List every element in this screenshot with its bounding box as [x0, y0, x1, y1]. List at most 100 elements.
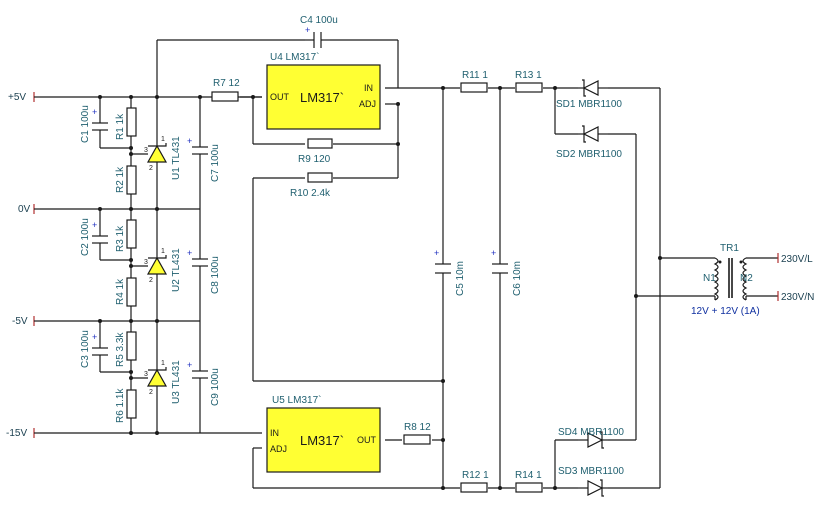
u2-triangle	[146, 256, 168, 275]
tr1-dot	[739, 260, 743, 264]
junction-dot	[155, 95, 159, 99]
c1-label: C1 100u	[80, 105, 91, 143]
input-capacitors: + C1 100u + C2 100u + C3 100u	[80, 105, 108, 368]
c4-polarity: +	[305, 25, 310, 35]
junction-dot	[129, 146, 133, 150]
c3-label: C3 100u	[80, 330, 91, 368]
u5-regulator: U5 LM317` LM317` IN ADJ OUT	[266, 394, 381, 473]
r8-label: R8 12	[404, 422, 431, 433]
u2-label: U2 TL431	[171, 248, 182, 292]
u2-pin2: 2	[149, 277, 153, 284]
r6-label: R6 1.1k	[115, 388, 126, 423]
mains-ports: 230V/L 230V/N	[777, 253, 814, 303]
sd2-label: SD2 MBR1100	[556, 149, 622, 160]
u4-name: LM317`	[300, 90, 344, 105]
junction-dot	[129, 207, 133, 211]
u4-regulator: U4 LM317` LM317` OUT IN ADJ	[266, 51, 381, 130]
u5-body	[266, 407, 381, 473]
junction-dot	[198, 95, 202, 99]
r4-label: R4 1k	[115, 278, 126, 305]
r3-body	[126, 219, 137, 249]
r2-label: R2 1k	[115, 166, 126, 193]
r2-body	[126, 165, 137, 195]
sd4-label: SD4 MBR1100	[558, 427, 624, 438]
u3-pin1: 1	[161, 360, 165, 367]
r1-body	[126, 107, 137, 137]
r1-label: R1 1k	[115, 113, 126, 140]
r9-label: R9 120	[298, 154, 331, 165]
c9-polarity: +	[187, 360, 192, 370]
r8-body	[403, 434, 431, 445]
u5-name: LM317`	[300, 433, 344, 448]
junction-dot	[98, 207, 102, 211]
junction-dot	[129, 95, 133, 99]
c4-capacitor: + C4 100u	[300, 15, 338, 48]
mains-neutral-label: 230V/N	[781, 292, 814, 303]
resistors-horizontal: R7 12 R9 120 R10 2.4k R8 12 R11 1 R13 1 …	[211, 70, 543, 493]
u5-pin-out: OUT	[357, 435, 377, 445]
u5-pin-adj: ADJ	[270, 444, 287, 454]
junction-dot	[498, 486, 502, 490]
tr1-ref: TR1	[720, 243, 739, 254]
r4-body	[126, 277, 137, 307]
r10-body	[307, 172, 333, 183]
r3-label: R3 1k	[115, 225, 126, 252]
u4-pin-out: OUT	[270, 92, 290, 102]
r12-label: R12 1	[462, 470, 489, 481]
junction-dot	[129, 319, 133, 323]
junction-dot	[396, 102, 400, 106]
u4-pin-adj: ADJ	[359, 99, 376, 109]
u3-pin3: 3	[144, 371, 148, 378]
rail-label-m15: -15V	[6, 428, 27, 439]
c4-label: C4 100u	[300, 15, 338, 26]
c7-polarity: +	[187, 136, 192, 146]
u4-pin-in: IN	[364, 83, 373, 93]
c1-polarity: +	[92, 107, 97, 117]
junction-dot	[129, 431, 133, 435]
junction-dot	[129, 152, 133, 156]
u1-pin1: 1	[161, 136, 165, 143]
junction-dot	[155, 431, 159, 435]
r9-body	[307, 138, 333, 149]
r14-body	[515, 482, 543, 493]
r5-body	[126, 331, 137, 361]
u4-body	[266, 64, 381, 130]
c5-polarity: +	[434, 248, 439, 258]
bulk-capacitors: + C5 10m + C6 10m	[434, 248, 523, 296]
junction-dot	[553, 86, 557, 90]
r7-label: R7 12	[213, 78, 240, 89]
junction-dot	[129, 264, 133, 268]
transformer-tr1: TR1 N1 N2 12V + 12V (1A)	[691, 243, 760, 317]
r13-body	[515, 82, 543, 93]
junction-dot	[441, 86, 445, 90]
tr1-dot	[718, 260, 722, 264]
r12-body	[460, 482, 488, 493]
junction-dot	[251, 95, 255, 99]
rail-labels: +5V 0V -5V -15V	[6, 92, 40, 439]
r6-body	[126, 389, 137, 419]
tr1-n1: N1	[703, 273, 716, 284]
tr1-primary-coil	[713, 257, 719, 301]
rail-label-m5: -5V	[12, 316, 28, 327]
c3-polarity: +	[92, 332, 97, 342]
junction-dots	[98, 86, 662, 490]
u3-triangle	[146, 368, 168, 387]
junction-dot	[441, 486, 445, 490]
junction-dot	[98, 95, 102, 99]
junction-dot	[155, 207, 159, 211]
junction-dot	[155, 319, 159, 323]
junction-dot	[396, 142, 400, 146]
u3-label: U3 TL431	[171, 360, 182, 404]
c5-label: C5 10m	[455, 261, 466, 296]
r13-label: R13 1	[515, 70, 542, 81]
c8-polarity: +	[187, 248, 192, 258]
u1-pin3: 3	[144, 147, 148, 154]
rail-label-p5: +5V	[8, 92, 26, 103]
rectifier-diodes: SD1 MBR1100 SD2 MBR1100 SD4 MBR1100 SD3 …	[556, 79, 624, 497]
junction-dot	[634, 294, 638, 298]
junction-dot	[98, 319, 102, 323]
u5-pin-in: IN	[270, 428, 279, 438]
sd1-label: SD1 MBR1100	[556, 99, 622, 110]
